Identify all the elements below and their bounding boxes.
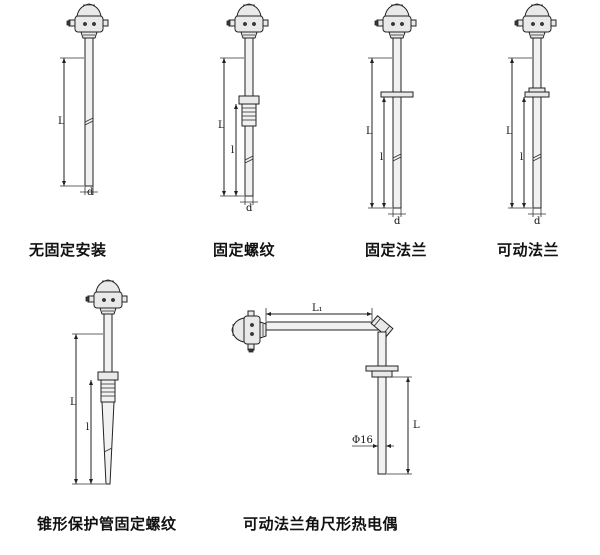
sensor-cone-tube-thread [72,279,128,485]
dim-l-3: l [380,152,383,163]
dim-d-2: d [246,203,253,214]
caption-cone-tube-thread: 锥形保护管固定螺纹 [37,515,177,533]
dim-L-2: L [218,120,225,131]
dim-L-4: L [506,126,513,137]
dim-L-5: L [70,397,77,408]
caption-fixed-thread: 固定螺纹 [213,241,276,259]
dim-l-2: l [231,145,234,156]
dim-L-1: L [58,116,65,127]
caption-movable-flange-angle: 可动法兰角尺形热电偶 [243,515,399,533]
dim-d-3: d [394,216,401,227]
caption-fixed-flange: 固定法兰 [365,241,428,259]
dim-l-4: l [520,152,523,163]
sensor-no-fixture [60,3,109,195]
dim-d-1: d [87,187,94,198]
dim-d-4: d [534,216,541,227]
dim-L-6: L [413,420,420,431]
dim-L1-6: L₁ [312,303,323,314]
dim-l-5: l [86,422,89,433]
sensor-movable-flange [508,3,557,217]
sensor-fixed-thread [220,3,269,205]
dim-L-3: L [366,126,373,137]
dim-phi16-6: Φ16 [352,435,373,446]
caption-movable-flange: 可动法兰 [497,241,560,259]
sensor-angle-movable-flange [231,308,412,475]
caption-no-fixture: 无固定安装 [29,241,107,259]
sensor-fixed-flange [368,3,417,217]
